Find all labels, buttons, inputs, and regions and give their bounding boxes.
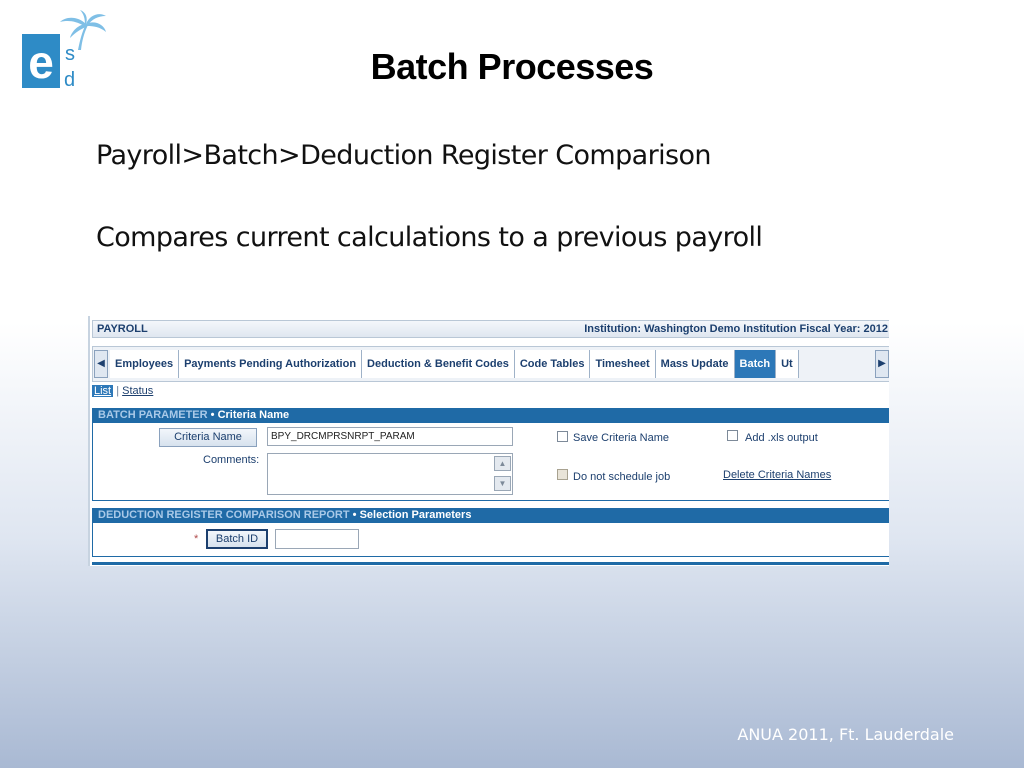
heading-separator: • bbox=[207, 409, 218, 421]
tab-timesheet[interactable]: Timesheet bbox=[590, 350, 656, 378]
tab-utilities[interactable]: Ut bbox=[776, 350, 799, 378]
criteria-name-heading: Criteria Name bbox=[217, 409, 290, 421]
tab-employees[interactable]: Employees bbox=[110, 350, 180, 378]
list-link[interactable]: List bbox=[92, 385, 114, 397]
report-heading: DEDUCTION REGISTER COMPARISON REPORT bbox=[98, 509, 350, 521]
slide-footer: ANUA 2011, Ft. Lauderdale bbox=[737, 725, 954, 744]
tab-code-tables[interactable]: Code Tables bbox=[514, 350, 591, 378]
tab-payments-pending-authorization[interactable]: Payments Pending Authorization bbox=[179, 350, 363, 378]
scroll-down-icon[interactable]: ▼ bbox=[494, 476, 511, 491]
bullet-description: Compares current calculations to a previ… bbox=[96, 222, 763, 253]
criteria-name-button[interactable]: Criteria Name bbox=[159, 428, 257, 447]
selection-parameters-heading: Selection Parameters bbox=[359, 509, 472, 521]
delete-criteria-names-link[interactable]: Delete Criteria Names bbox=[723, 469, 832, 481]
logo-letter-s: s bbox=[65, 43, 75, 65]
save-criteria-checkbox[interactable] bbox=[557, 431, 568, 442]
batch-id-button[interactable]: Batch ID bbox=[206, 529, 268, 549]
sub-navigation: List | Status bbox=[92, 384, 153, 398]
save-criteria-label: Save Criteria Name bbox=[573, 432, 669, 444]
bottom-divider bbox=[92, 562, 889, 565]
batch-id-input[interactable] bbox=[275, 529, 359, 549]
report-header: DEDUCTION REGISTER COMPARISON REPORT • S… bbox=[92, 508, 889, 523]
module-header: PAYROLL Institution: Washington Demo Ins… bbox=[92, 320, 889, 338]
esd-logo: e s d bbox=[22, 10, 106, 91]
report-heading-separator: • bbox=[349, 509, 360, 521]
bullet-path: Payroll>Batch>Deduction Register Compari… bbox=[96, 140, 711, 171]
criteria-name-input[interactable] bbox=[267, 427, 513, 446]
no-schedule-checkbox[interactable] bbox=[557, 469, 568, 480]
module-title: PAYROLL bbox=[97, 323, 148, 335]
comments-label: Comments: bbox=[203, 454, 260, 466]
tab-batch[interactable]: Batch bbox=[734, 350, 777, 378]
logo-letter-e: e bbox=[28, 36, 54, 88]
institution-info: Institution: Washington Demo Institution… bbox=[584, 323, 888, 335]
slide-title: Batch Processes bbox=[370, 46, 654, 87]
tab-deduction-benefit-codes[interactable]: Deduction & Benefit Codes bbox=[362, 350, 515, 378]
no-schedule-label: Do not schedule job bbox=[573, 471, 671, 483]
batch-parameter-panel: Criteria Name Comments: ▲ ▼ Save Criteri… bbox=[92, 423, 889, 501]
batch-parameter-heading: BATCH PARAMETER bbox=[98, 409, 208, 421]
subnav-separator: | bbox=[116, 385, 120, 397]
add-xls-label: Add .xls output bbox=[745, 432, 818, 444]
comments-textarea[interactable] bbox=[267, 453, 513, 495]
add-xls-checkbox[interactable] bbox=[727, 430, 738, 441]
arrow-right-icon[interactable]: ▶ bbox=[875, 350, 889, 378]
app-screenshot: PAYROLL Institution: Washington Demo Ins… bbox=[88, 316, 889, 566]
status-link[interactable]: Status bbox=[122, 385, 154, 397]
arrow-left-icon[interactable]: ◀ bbox=[94, 350, 108, 378]
selection-parameters-panel: * Batch ID bbox=[92, 523, 889, 557]
tab-mass-update[interactable]: Mass Update bbox=[655, 350, 735, 378]
logo-letter-d: d bbox=[64, 69, 75, 91]
batch-parameter-header: BATCH PARAMETER • Criteria Name bbox=[92, 408, 889, 423]
required-marker: * bbox=[194, 533, 199, 545]
palm-tree-icon bbox=[60, 10, 106, 50]
scroll-up-icon[interactable]: ▲ bbox=[494, 456, 511, 471]
